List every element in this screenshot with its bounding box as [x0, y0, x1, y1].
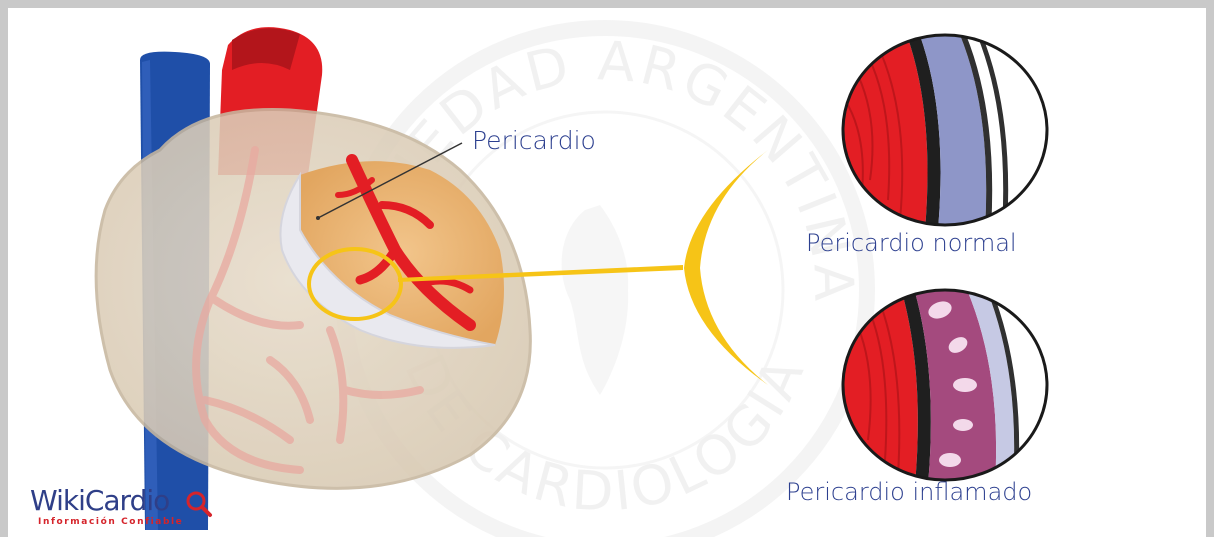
normal-pericardium-detail	[840, 30, 1050, 230]
bracket-crescent	[684, 150, 768, 385]
label-pericardio-inflamado: Pericardio inflamado	[786, 478, 1032, 506]
label-pericardio: Pericardio	[472, 126, 596, 155]
label-pericardio-normal: Pericardio normal	[806, 229, 1017, 257]
magnifier-icon	[30, 484, 220, 530]
wikicardio-logo: WikiCardio Información Confiable	[30, 484, 220, 530]
